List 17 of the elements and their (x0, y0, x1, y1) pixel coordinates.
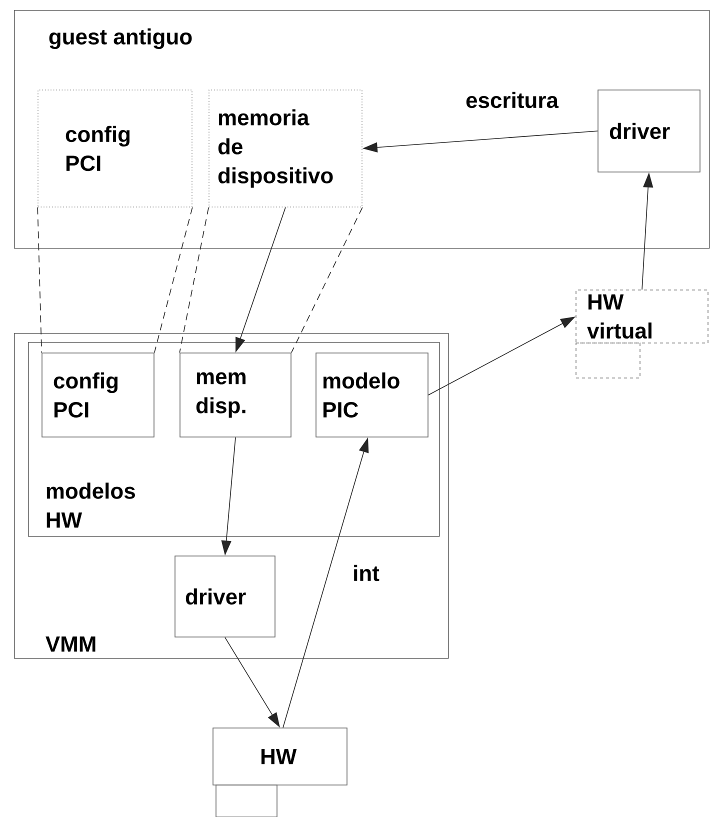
edge-label: escritura (464, 90, 560, 110)
process-box: mem disp. (180, 352, 292, 438)
edge-label: int (352, 564, 380, 582)
process-box: config PCI (42, 352, 154, 438)
process-box: HW (212, 728, 348, 786)
process-box: config PCI (38, 90, 192, 208)
dashed-line (179, 207, 209, 353)
empty-box (216, 784, 278, 817)
process-box: driver (174, 556, 276, 638)
process-box: modelo PIC (316, 352, 428, 438)
dashed-line (154, 207, 193, 353)
process-box: driver (598, 90, 700, 172)
process-box: memoria de dispositivo (208, 90, 362, 208)
dashed-line (291, 207, 363, 353)
dashed-line (37, 207, 42, 353)
process-box: HW virtual (576, 290, 708, 344)
empty-box (576, 342, 640, 378)
